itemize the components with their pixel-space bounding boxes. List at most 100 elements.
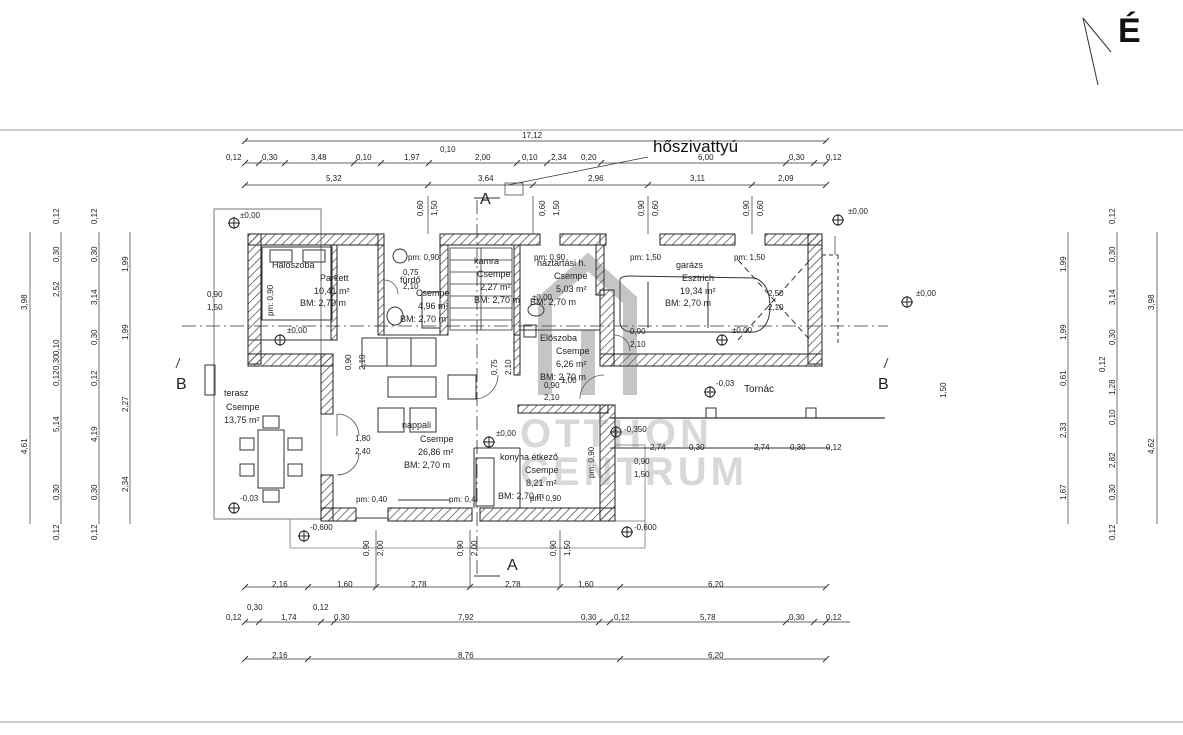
level-label: ±0,00 (916, 289, 937, 298)
window-labels: pm: 0,90 pm: 0,90 pm: 1,50 pm: 1,50 pm: … (266, 253, 766, 504)
window-label: pm: 0,4 (449, 495, 476, 504)
level-label: -0,03 (240, 494, 259, 503)
window-label: pm: 0,90 (530, 494, 562, 503)
dim: 0,12 (614, 613, 630, 622)
dim: 0,10 (356, 153, 372, 162)
dim: 1,67 (1059, 484, 1068, 500)
dim: 2,00 (470, 540, 479, 556)
door-dim: 2,50 (768, 289, 784, 298)
door-dim: 2,10 (358, 354, 367, 370)
door-dim: 1,50 (634, 470, 650, 479)
window-label: pm: 0,40 (356, 495, 388, 504)
door-dim: 2,10 (544, 393, 560, 402)
level-label: ±0,00 (532, 293, 553, 302)
dim: 3,98 (20, 294, 29, 310)
section-markers (175, 197, 889, 577)
dim: 7,92 (458, 613, 474, 622)
dim: 4,62 (1147, 438, 1156, 454)
dim: 0,60 (651, 200, 660, 216)
window-label: pm: 0,90 (266, 284, 275, 316)
dim: 0,12 (826, 153, 842, 162)
dim: 0,90 (549, 540, 558, 556)
dim: 0,12 (1108, 208, 1117, 224)
dim: 5,14 (52, 416, 61, 432)
dim: 2,00 (376, 540, 385, 556)
dim: 0,30 (52, 354, 61, 370)
door-dim: 0,90 (544, 381, 560, 390)
room-floor: Parkett (320, 273, 349, 283)
room-floor: Csempe (420, 434, 454, 444)
dim: 1,99 (1059, 256, 1068, 272)
room-height: BM: 2,70 m (665, 298, 711, 308)
pillar (805, 407, 817, 419)
dim: 0,30 (789, 613, 805, 622)
dim: 1,50 (939, 382, 948, 398)
pillar (705, 407, 717, 419)
dim: 4,19 (90, 426, 99, 442)
room-labels: Hálószoba Parkett 10,41 m² BM: 2,70 m fü… (224, 256, 774, 501)
dim: 0,20 (581, 153, 597, 162)
door-dim: 2,10 (504, 359, 513, 375)
dim: 3,11 (690, 174, 706, 183)
dim: 2,78 (505, 580, 521, 589)
dim: 2,00 (475, 153, 491, 162)
dim: 0,12 (90, 208, 99, 224)
dim: 0,90 (456, 540, 465, 556)
room-height: BM: 2,70 m (498, 491, 544, 501)
room-area: 10,41 m² (314, 286, 350, 296)
door-dim: 1,80 (355, 434, 371, 443)
dim: 1,99 (121, 256, 130, 272)
dim: 0,90 (742, 200, 751, 216)
dim: 1,99 (121, 324, 130, 340)
room-height: BM: 2,70 m (300, 298, 346, 308)
dim: 6,20 (708, 580, 724, 589)
dim: 6,00 (698, 153, 714, 162)
section-label-b-right: B (878, 376, 889, 393)
room-name: háztartási h. (537, 258, 586, 268)
door-dim: 0,90 (207, 290, 223, 299)
level-label: -0,03 (716, 379, 735, 388)
room-name: Tornác (744, 384, 774, 395)
dim: 5,32 (326, 174, 342, 183)
room-floor: Csempe (477, 269, 511, 279)
section-lines (182, 200, 888, 576)
right-dimensions: 1,99 1,99 0,61 2,33 1,67 0,12 0,30 3,14 … (939, 208, 1156, 540)
dim: 1,50 (552, 200, 561, 216)
north-label: É (1118, 12, 1141, 50)
level-label: ±0,00 (496, 429, 517, 438)
dim: 0,10 (440, 145, 456, 154)
dim: 0,30 (1108, 246, 1117, 262)
window-label: pm: 1,50 (630, 253, 662, 262)
dim: 0,30 (247, 603, 263, 612)
left-dimensions: 3,98 4,61 0,12 0,30 2,52 0,10 0,30 0,12 … (20, 208, 130, 540)
dim: 0,30 (90, 329, 99, 345)
dim: 3,48 (311, 153, 327, 162)
bottom-dimensions: 2,16 1,60 2,78 2,78 1,60 6,20 0,30 0,12 … (226, 540, 842, 660)
window-label: pm: 0,90 (408, 253, 440, 262)
dim: 2,96 (588, 174, 604, 183)
dim: 0,10 (1108, 409, 1117, 425)
dim: 0,12 (90, 524, 99, 540)
level-label: -0,600 (310, 523, 333, 532)
room-height: BM: 2,70 m (474, 295, 520, 305)
room-floor: Csempe (416, 288, 450, 298)
dim: 0,12 (52, 208, 61, 224)
dim: 2,34 (551, 153, 567, 162)
door-dim: 2,10 (768, 303, 784, 312)
dim: 3,64 (478, 174, 494, 183)
dim: 0,60 (538, 200, 547, 216)
dim: 2,33 (1059, 422, 1068, 438)
dim: 3,98 (1147, 294, 1156, 310)
dim: 0,10 (522, 153, 538, 162)
tornac-dimensions: 2,74 0,30 2,74 0,30 0,12 (650, 443, 842, 452)
dim: 0,30 (52, 246, 61, 262)
dim: 0,60 (756, 200, 765, 216)
thin-walls (248, 245, 600, 519)
level-label: ±0,00 (287, 326, 308, 335)
staircase (449, 247, 513, 331)
dim: 1,97 (404, 153, 420, 162)
section-label-a-top: A (480, 191, 491, 208)
north-arrow-icon (1082, 17, 1112, 86)
room-area: 6,26 m² (556, 359, 587, 369)
dim: 0,12 (52, 524, 61, 540)
